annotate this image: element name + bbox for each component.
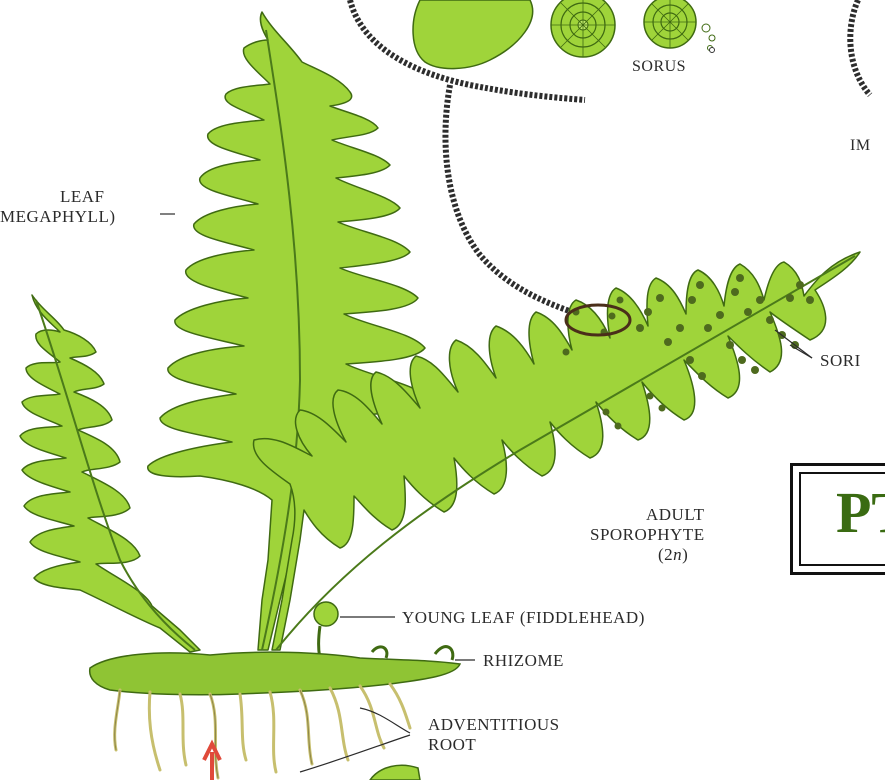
bottom-leaf-fragment xyxy=(370,765,420,780)
rhizome xyxy=(90,652,460,695)
label-sori: SORI xyxy=(820,351,861,370)
sorus-spiral-left xyxy=(551,0,615,57)
label-leaf-line2: MEGAPHYLL) xyxy=(0,207,116,226)
label-root-line1: ADVENTITIOUS xyxy=(428,715,560,734)
title-fragment: PT xyxy=(836,484,885,542)
label-im: IM xyxy=(850,137,871,154)
adventitious-roots xyxy=(115,684,410,778)
label-adult-line2: SPOROPHYTE xyxy=(590,525,705,544)
label-young-leaf: YOUNG LEAF (FIDDLEHEAD) xyxy=(402,608,645,627)
label-root-line2: ROOT xyxy=(428,735,476,754)
label-sorus: SORUS xyxy=(632,58,686,75)
label-rhizome: RHIZOME xyxy=(483,651,564,670)
sorus-spiral-right xyxy=(644,0,715,51)
label-adult-line3: (2n) xyxy=(658,545,688,564)
label-leaf-line1: LEAF xyxy=(60,187,105,206)
gametophyte-fragment xyxy=(413,0,533,69)
label-adult-line1: ADULT xyxy=(646,505,705,524)
